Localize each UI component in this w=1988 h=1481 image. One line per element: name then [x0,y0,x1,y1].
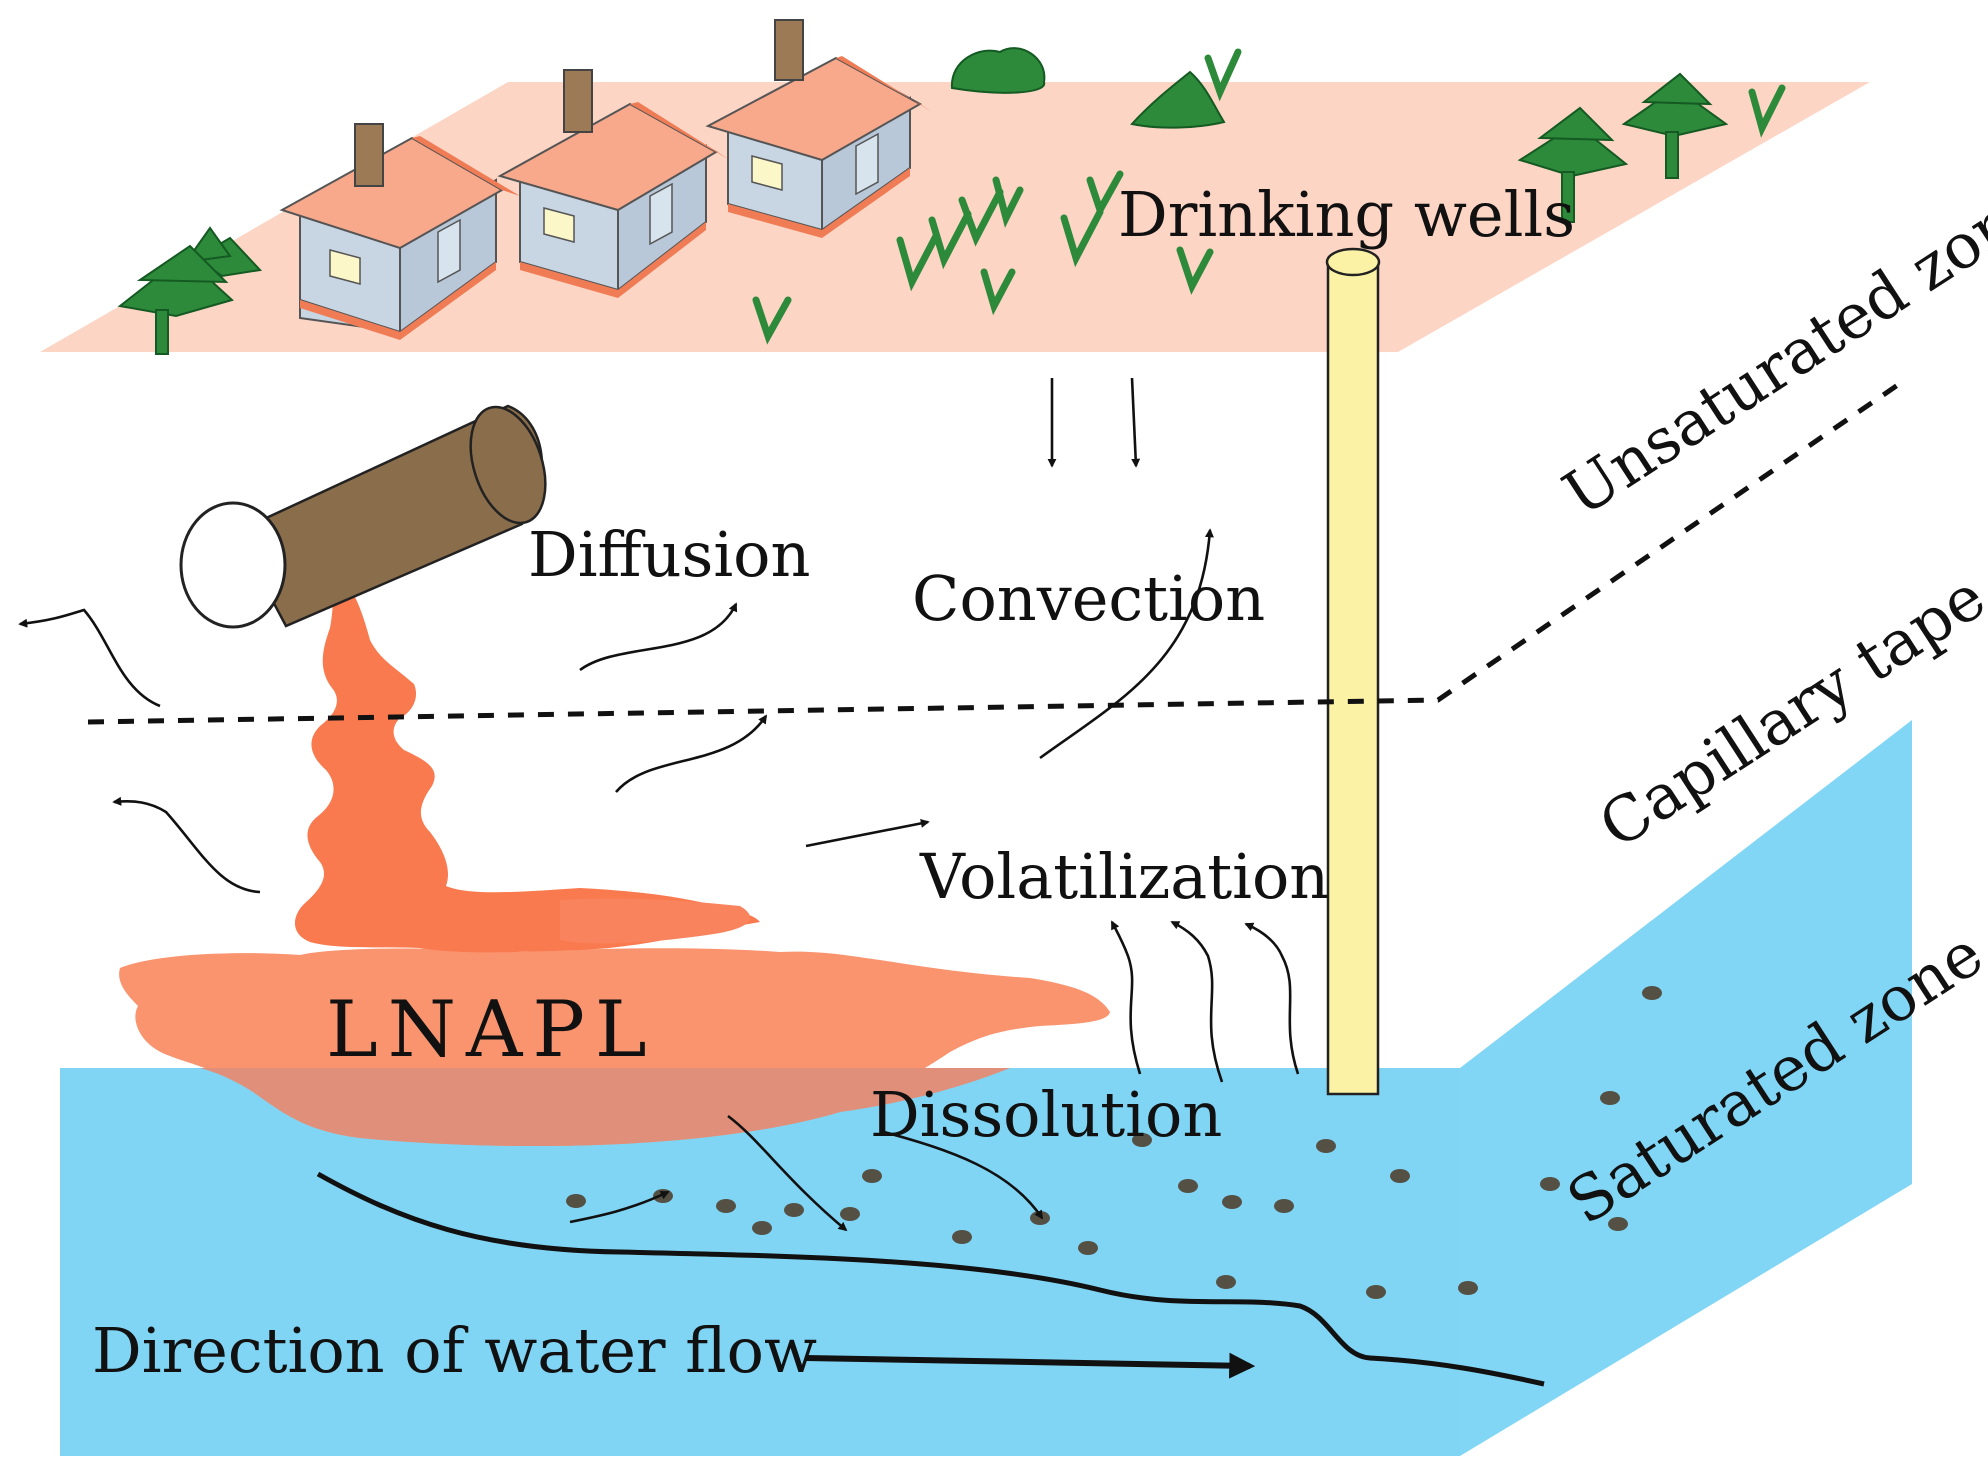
lnapl-submerged [200,1068,1010,1146]
grass-icon [752,48,1786,345]
capillary-boundary [87,375,1910,725]
groundwater-block [60,720,1912,1456]
house-icon [497,69,730,298]
water-flow-label: Direction of water flow [92,1314,817,1387]
tree-icon [1517,106,1629,223]
lnapl-label: LNAPL [326,985,657,1075]
ground-surface [40,82,1870,352]
discharge-pipe [179,404,547,629]
water-flow-path [316,1171,1545,1387]
dissolved-particles [566,986,1662,1299]
bush-icon [1130,70,1226,129]
drinking-wells-label: Drinking wells [1118,178,1575,251]
volatilization-label: Volatilization [919,840,1329,913]
tree-icon [1621,72,1729,179]
tree-icon [117,226,263,355]
dissolution-label: Dissolution [870,1078,1222,1151]
house-icon [279,123,520,340]
drinking-well [1325,247,1381,1096]
house-icon [705,19,932,238]
process-arrows [18,377,1300,1232]
houses-row [279,19,932,340]
bush-icon [950,47,1046,94]
convection-label: Convection [912,562,1265,635]
diffusion-label: Diffusion [528,518,810,591]
water-flow-arrow [805,1352,1256,1379]
